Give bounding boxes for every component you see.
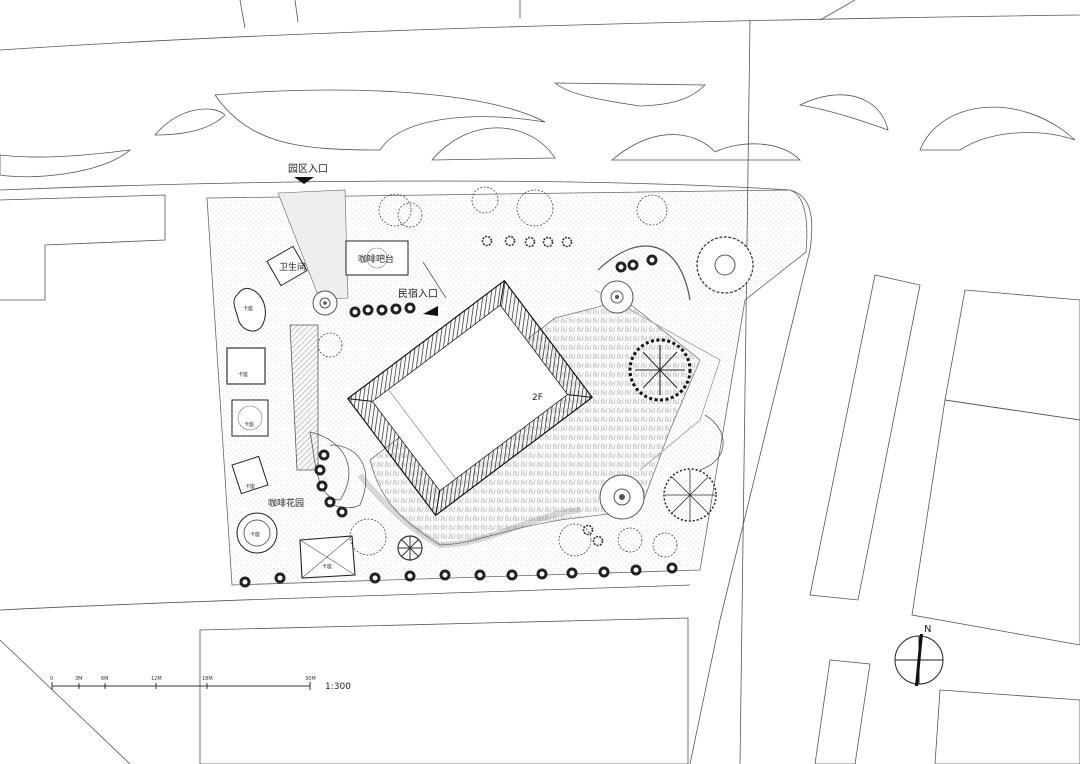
- neighbor-buildings: [0, 194, 1080, 764]
- scale-tick-5: 30M: [305, 676, 316, 682]
- seat-2-label: 卡座: [238, 371, 248, 378]
- scale-tick-0: 0: [50, 676, 53, 682]
- north-label: N: [924, 624, 931, 635]
- seat-6-label: 卡座: [322, 563, 332, 570]
- scale-tick-3: 12M: [151, 676, 162, 682]
- fountain-entry: [312, 290, 338, 316]
- site-paths: [289, 245, 724, 509]
- floor-label: 2F: [532, 393, 543, 403]
- seat-pavilion-3[interactable]: 卡座: [231, 399, 269, 437]
- coffee-bar-pavilion[interactable]: 咖啡吧台: [345, 240, 409, 276]
- seat-pavilion-2[interactable]: 卡座: [226, 347, 266, 385]
- fountain-plaza-2: [599, 474, 645, 520]
- entrance-walkway: [277, 189, 349, 301]
- seat-5-label: 卡座: [250, 531, 260, 538]
- scale-tick-4: 18M: [202, 676, 213, 682]
- seat-pavilion-4[interactable]: 卡座: [231, 455, 269, 495]
- fountain-plaza-1: [600, 280, 634, 314]
- seat-3-label: 卡座: [244, 421, 254, 428]
- seat-1-label: 卡座: [243, 305, 253, 312]
- park-entrance-arrow: [294, 177, 314, 184]
- scale-tick-2: 6M: [101, 676, 109, 682]
- pergola-round: [397, 535, 423, 561]
- feature-tree: [628, 236, 754, 522]
- scale-tick-1: 3M: [75, 676, 83, 682]
- homestay-building: [346, 279, 594, 517]
- homestay-entrance-arrow: [423, 306, 438, 316]
- road-islands: [0, 82, 1076, 178]
- scale-ratio: 1:300: [325, 682, 351, 692]
- park-entrance-label: 园区入口: [288, 163, 328, 175]
- north-compass: N: [894, 624, 944, 686]
- seat-pavilion-5[interactable]: 卡座: [236, 512, 278, 554]
- restroom-pavilion[interactable]: 卫生间: [266, 245, 308, 287]
- scale-bar: 0 3M 6M 12M 18M 30M 1:300: [50, 676, 351, 692]
- restroom-label: 卫生间: [279, 261, 306, 273]
- seat-pavilion-6[interactable]: 卡座: [299, 535, 356, 579]
- canopy-trees: [317, 186, 678, 558]
- coffee-garden-label: 咖啡花园: [268, 497, 304, 509]
- homestay-entrance-label: 民宿入口: [398, 287, 438, 300]
- seat-pavilion-1[interactable]: 卡座: [233, 287, 266, 332]
- seat-4-label: 卡座: [245, 483, 255, 490]
- coffee-bar-label: 咖啡吧台: [358, 253, 394, 265]
